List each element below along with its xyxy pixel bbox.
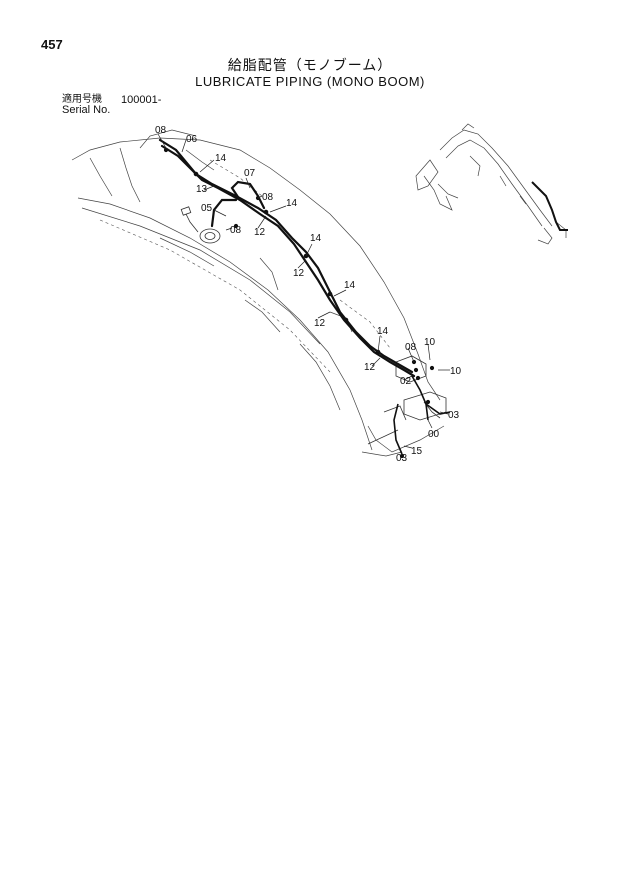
callout-leaders bbox=[157, 133, 450, 457]
callout-label: 14 bbox=[377, 326, 389, 337]
excavator-inset-hose bbox=[531, 181, 568, 231]
callout-label: 08 bbox=[405, 342, 417, 353]
serial-label-japanese: 適用号機 bbox=[62, 94, 102, 105]
pin-details bbox=[180, 206, 447, 445]
callout-label: 00 bbox=[428, 429, 440, 440]
excavator-inset bbox=[415, 123, 567, 245]
callout-label: 10 bbox=[450, 366, 462, 377]
part-callouts: 08 06 14 07 13 08 14 05 08 12 14 12 14 1… bbox=[155, 125, 462, 464]
callout-label: 07 bbox=[244, 168, 256, 179]
callout-label: 14 bbox=[286, 198, 298, 209]
callout-label: 08 bbox=[230, 225, 242, 236]
callout-label: 14 bbox=[310, 233, 322, 244]
callout-label: 12 bbox=[293, 268, 305, 279]
callout-label: 12 bbox=[314, 318, 326, 329]
lubrication-hose bbox=[158, 138, 416, 378]
callout-label: 03 bbox=[448, 410, 460, 421]
page-number: 457 bbox=[41, 37, 63, 52]
serial-number-value: 100001- bbox=[121, 94, 162, 106]
callout-label: 08 bbox=[262, 192, 274, 203]
boom-hidden-lines bbox=[99, 159, 391, 373]
callout-label: 06 bbox=[186, 134, 198, 145]
lower-fittings-lines bbox=[393, 375, 451, 455]
callout-label: 03 bbox=[396, 453, 408, 464]
title-japanese: 給脂配管（モノブーム） bbox=[227, 58, 393, 74]
callout-label: 13 bbox=[196, 184, 208, 195]
callout-label: 08 bbox=[155, 125, 167, 136]
callout-label: 14 bbox=[215, 153, 227, 164]
callout-label: 12 bbox=[364, 362, 376, 373]
serial-label-english: Serial No. bbox=[62, 104, 111, 116]
callout-label: 14 bbox=[344, 280, 356, 291]
boom-outline bbox=[71, 129, 445, 457]
callout-label: 10 bbox=[424, 337, 436, 348]
callout-label: 12 bbox=[254, 227, 266, 238]
hose-clamps bbox=[163, 147, 435, 459]
title-english: LUBRICATE PIPING (MONO BOOM) bbox=[195, 74, 425, 89]
callout-label: 15 bbox=[411, 446, 423, 457]
callout-label: 05 bbox=[201, 203, 213, 214]
callout-label: 02 bbox=[400, 376, 412, 387]
